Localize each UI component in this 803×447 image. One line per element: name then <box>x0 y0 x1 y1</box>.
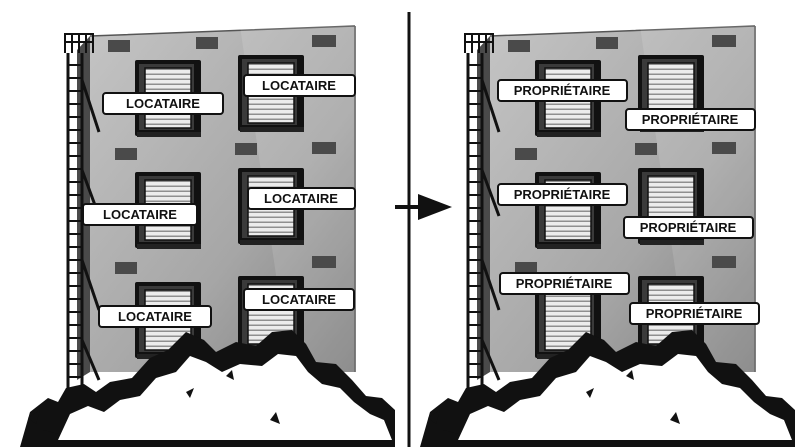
owner-label: PROPRIÉTAIRE <box>497 79 628 102</box>
owner-label-text: PROPRIÉTAIRE <box>514 83 611 98</box>
tenant-label: LOCATAIRE <box>102 92 224 115</box>
tenant-label-text: LOCATAIRE <box>262 292 336 307</box>
tenant-label-text: LOCATAIRE <box>264 191 338 206</box>
tenant-label: LOCATAIRE <box>243 74 356 97</box>
tenant-label: LOCATAIRE <box>243 288 355 311</box>
owner-label: PROPRIÉTAIRE <box>629 302 760 325</box>
arrow-right-icon <box>393 192 454 222</box>
owner-label: PROPRIÉTAIRE <box>625 108 756 131</box>
tenant-label: LOCATAIRE <box>247 187 356 210</box>
owner-label-text: PROPRIÉTAIRE <box>642 112 739 127</box>
owner-label-text: PROPRIÉTAIRE <box>514 187 611 202</box>
tenant-label: LOCATAIRE <box>82 203 198 226</box>
owner-label: PROPRIÉTAIRE <box>623 216 754 239</box>
after-panel: PROPRIÉTAIRE PROPRIÉTAIRE PROPRIÉTAIRE P… <box>420 26 795 447</box>
before-panel: LOCATAIRE LOCATAIRE LOCATAIRE LOCATAIRE … <box>20 26 395 447</box>
owner-label: PROPRIÉTAIRE <box>497 183 628 206</box>
owner-label-text: PROPRIÉTAIRE <box>640 220 737 235</box>
tenant-label-text: LOCATAIRE <box>126 96 200 111</box>
tenant-label: LOCATAIRE <box>98 305 212 328</box>
owner-label-text: PROPRIÉTAIRE <box>646 306 743 321</box>
tenant-label-text: LOCATAIRE <box>262 78 336 93</box>
owner-label: PROPRIÉTAIRE <box>499 272 630 295</box>
owner-label-text: PROPRIÉTAIRE <box>516 276 613 291</box>
tenant-label-text: LOCATAIRE <box>118 309 192 324</box>
tenant-label-text: LOCATAIRE <box>103 207 177 222</box>
